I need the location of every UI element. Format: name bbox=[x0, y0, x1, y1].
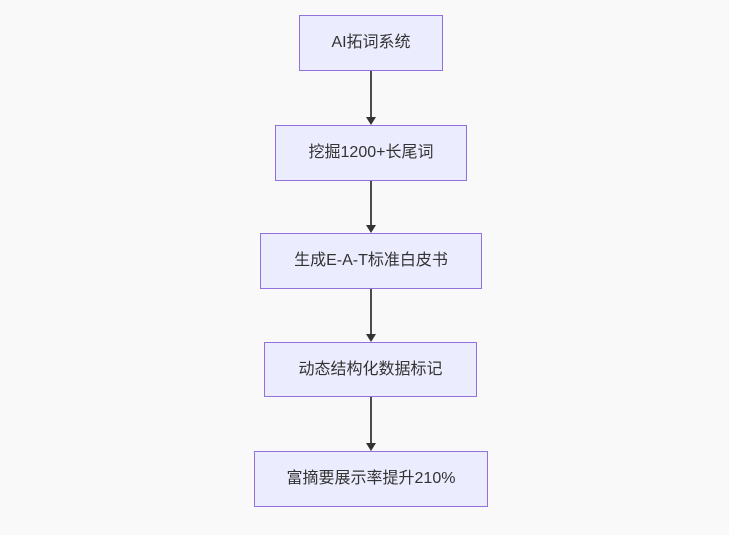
flow-node-longtail-keyword-mining: 挖掘1200+长尾词 bbox=[275, 125, 467, 181]
flow-node-eat-whitepaper-generation: 生成E-A-T标准白皮书 bbox=[260, 233, 482, 289]
flow-edge-1-line bbox=[370, 71, 372, 117]
arrow-down-icon bbox=[366, 334, 376, 342]
flow-edge-2-line bbox=[370, 181, 372, 225]
arrow-down-icon bbox=[366, 117, 376, 125]
flow-node-dynamic-structured-data-markup: 动态结构化数据标记 bbox=[264, 342, 477, 397]
flow-node-label: 挖掘1200+长尾词 bbox=[308, 144, 434, 161]
flow-node-label: 富摘要展示率提升210% bbox=[286, 470, 456, 487]
flow-node-label: 动态结构化数据标记 bbox=[298, 360, 443, 378]
arrow-down-icon bbox=[366, 443, 376, 451]
arrow-down-icon bbox=[366, 225, 376, 233]
flow-node-label: AI拓词系统 bbox=[331, 34, 411, 51]
flow-node-rich-snippet-rate-increase: 富摘要展示率提升210% bbox=[254, 451, 488, 507]
flow-edge-3-line bbox=[370, 289, 372, 334]
flow-node-ai-word-expansion-system: AI拓词系统 bbox=[299, 15, 443, 71]
flow-edge-4-line bbox=[370, 397, 372, 443]
flow-node-label: 生成E-A-T标准白皮书 bbox=[294, 252, 448, 269]
